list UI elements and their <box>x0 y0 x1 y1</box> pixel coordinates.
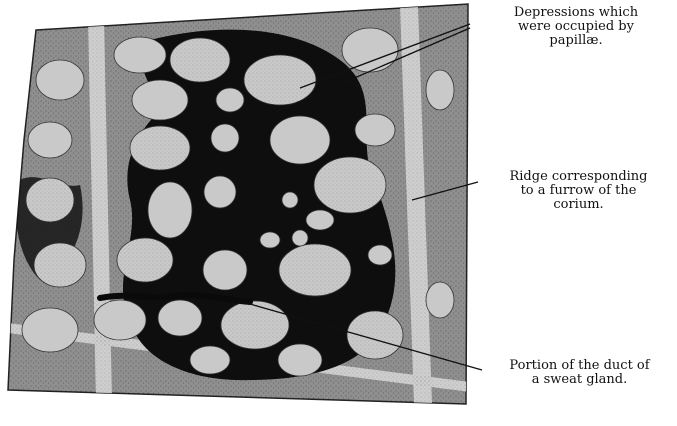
papilla <box>203 250 247 290</box>
papilla <box>94 300 146 340</box>
label-depressions-line2: were occupied by <box>476 20 676 34</box>
papilla <box>204 176 236 208</box>
papilla <box>36 60 84 100</box>
papilla <box>190 346 230 374</box>
papilla <box>270 116 330 164</box>
papilla <box>306 210 334 230</box>
papilla <box>114 37 166 73</box>
label-ridge-line1: Ridge corresponding <box>480 170 677 184</box>
papilla <box>28 122 72 158</box>
label-depressions: Depressions which were occupied by papil… <box>476 6 676 48</box>
papilla <box>282 192 298 208</box>
label-depressions-line3: papillæ. <box>476 34 676 48</box>
label-ridge-line3: corium. <box>480 198 677 212</box>
papilla <box>426 282 454 318</box>
tissue-section <box>0 4 470 404</box>
label-ridge-line2: to a furrow of the <box>480 184 677 198</box>
label-duct-line2: a sweat gland. <box>482 373 677 387</box>
papilla <box>148 182 192 238</box>
label-depressions-line1: Depressions which <box>476 6 676 20</box>
label-ridge: Ridge corresponding to a furrow of the c… <box>480 170 677 212</box>
papilla <box>211 124 239 152</box>
papilla <box>158 300 202 336</box>
label-duct: Portion of the duct of a sweat gland. <box>482 359 677 387</box>
papilla <box>278 344 322 376</box>
papilla <box>368 245 392 265</box>
papilla <box>260 232 280 248</box>
papilla <box>342 28 398 72</box>
papilla <box>426 70 454 110</box>
papilla <box>355 114 395 146</box>
papilla <box>22 308 78 352</box>
papilla <box>292 230 308 246</box>
label-duct-line1: Portion of the duct of <box>482 359 677 373</box>
papilla <box>216 88 244 112</box>
papilla <box>132 80 188 120</box>
